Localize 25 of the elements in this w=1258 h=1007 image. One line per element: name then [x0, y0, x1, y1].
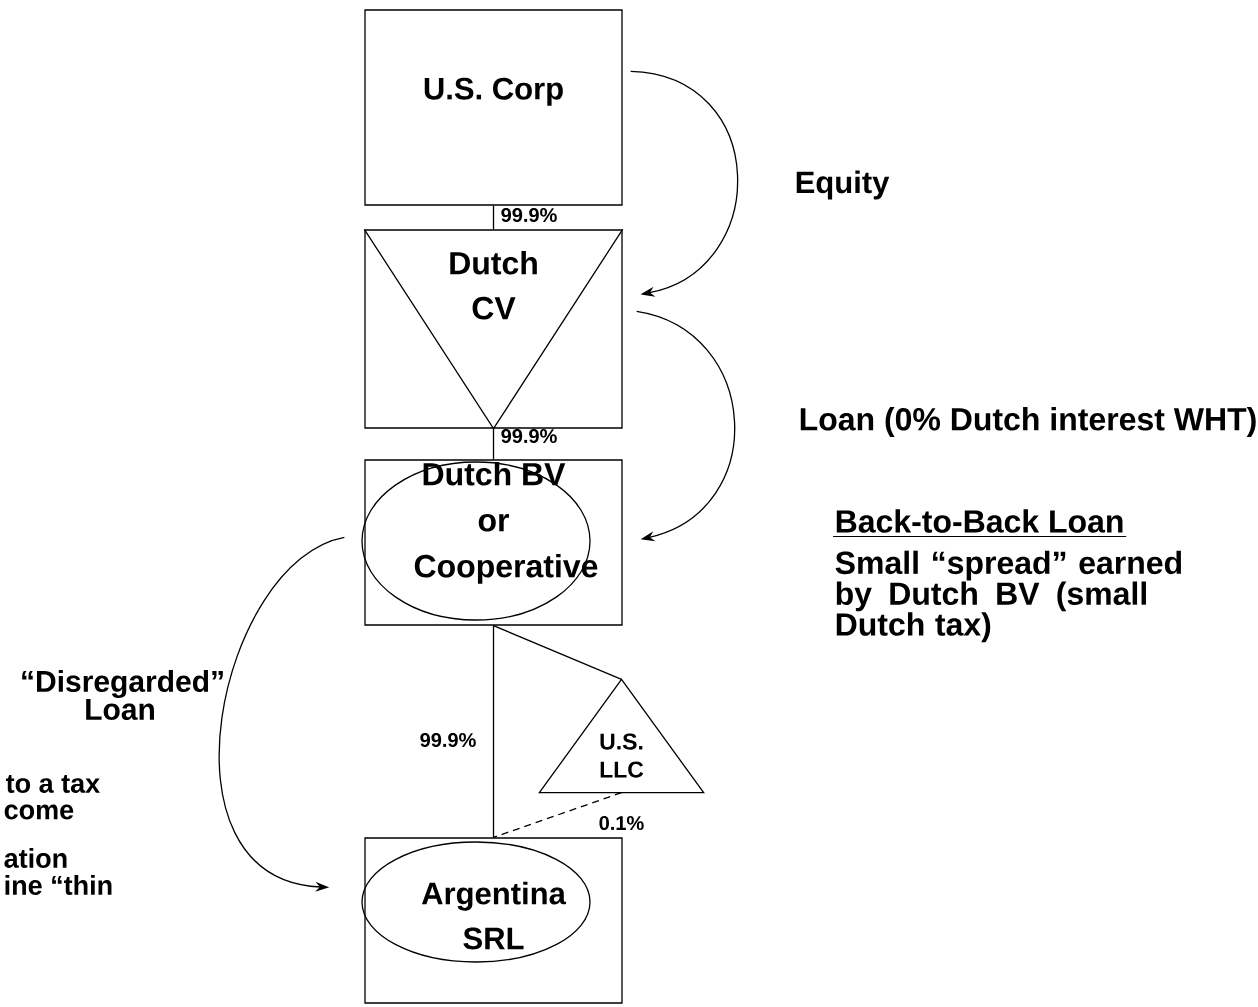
edge-label: “Disregarded” Loan [22, 670, 223, 721]
connector-line [492, 625, 623, 680]
connector-arrow [218, 536, 345, 892]
edge-label: Equity [796, 170, 890, 200]
edge-label: 99.9% [501, 428, 557, 444]
underlined-heading: Back-to-Back Loan [832, 509, 1127, 537]
connector-line [492, 205, 495, 230]
edge-label: 99.9% [501, 207, 557, 223]
edge-label: 0.1% [599, 815, 644, 831]
connector-line [492, 792, 623, 838]
entity-triangle: U.S. LLC [538, 678, 705, 794]
entity-box: U.S. Corp [364, 9, 623, 206]
note-text: Small “spread” earned by Dutch BV (small Dutch tax) [835, 550, 1182, 643]
entity-box: Dutch CV [363, 228, 624, 430]
connector-arrow [636, 310, 736, 542]
note-text: come [4, 804, 74, 820]
note-text: to a tax [6, 775, 100, 793]
note-text: ation [4, 848, 67, 868]
connector-arrow [630, 70, 739, 297]
edge-label: Loan (0% Dutch interest WHT) [800, 407, 1256, 437]
entity-box: Argentina SRL [361, 837, 623, 1004]
connector-line [492, 428, 495, 460]
note-text: ine “thin [5, 875, 112, 895]
edge-label: 99.9% [420, 732, 476, 748]
connector-line [492, 625, 495, 838]
